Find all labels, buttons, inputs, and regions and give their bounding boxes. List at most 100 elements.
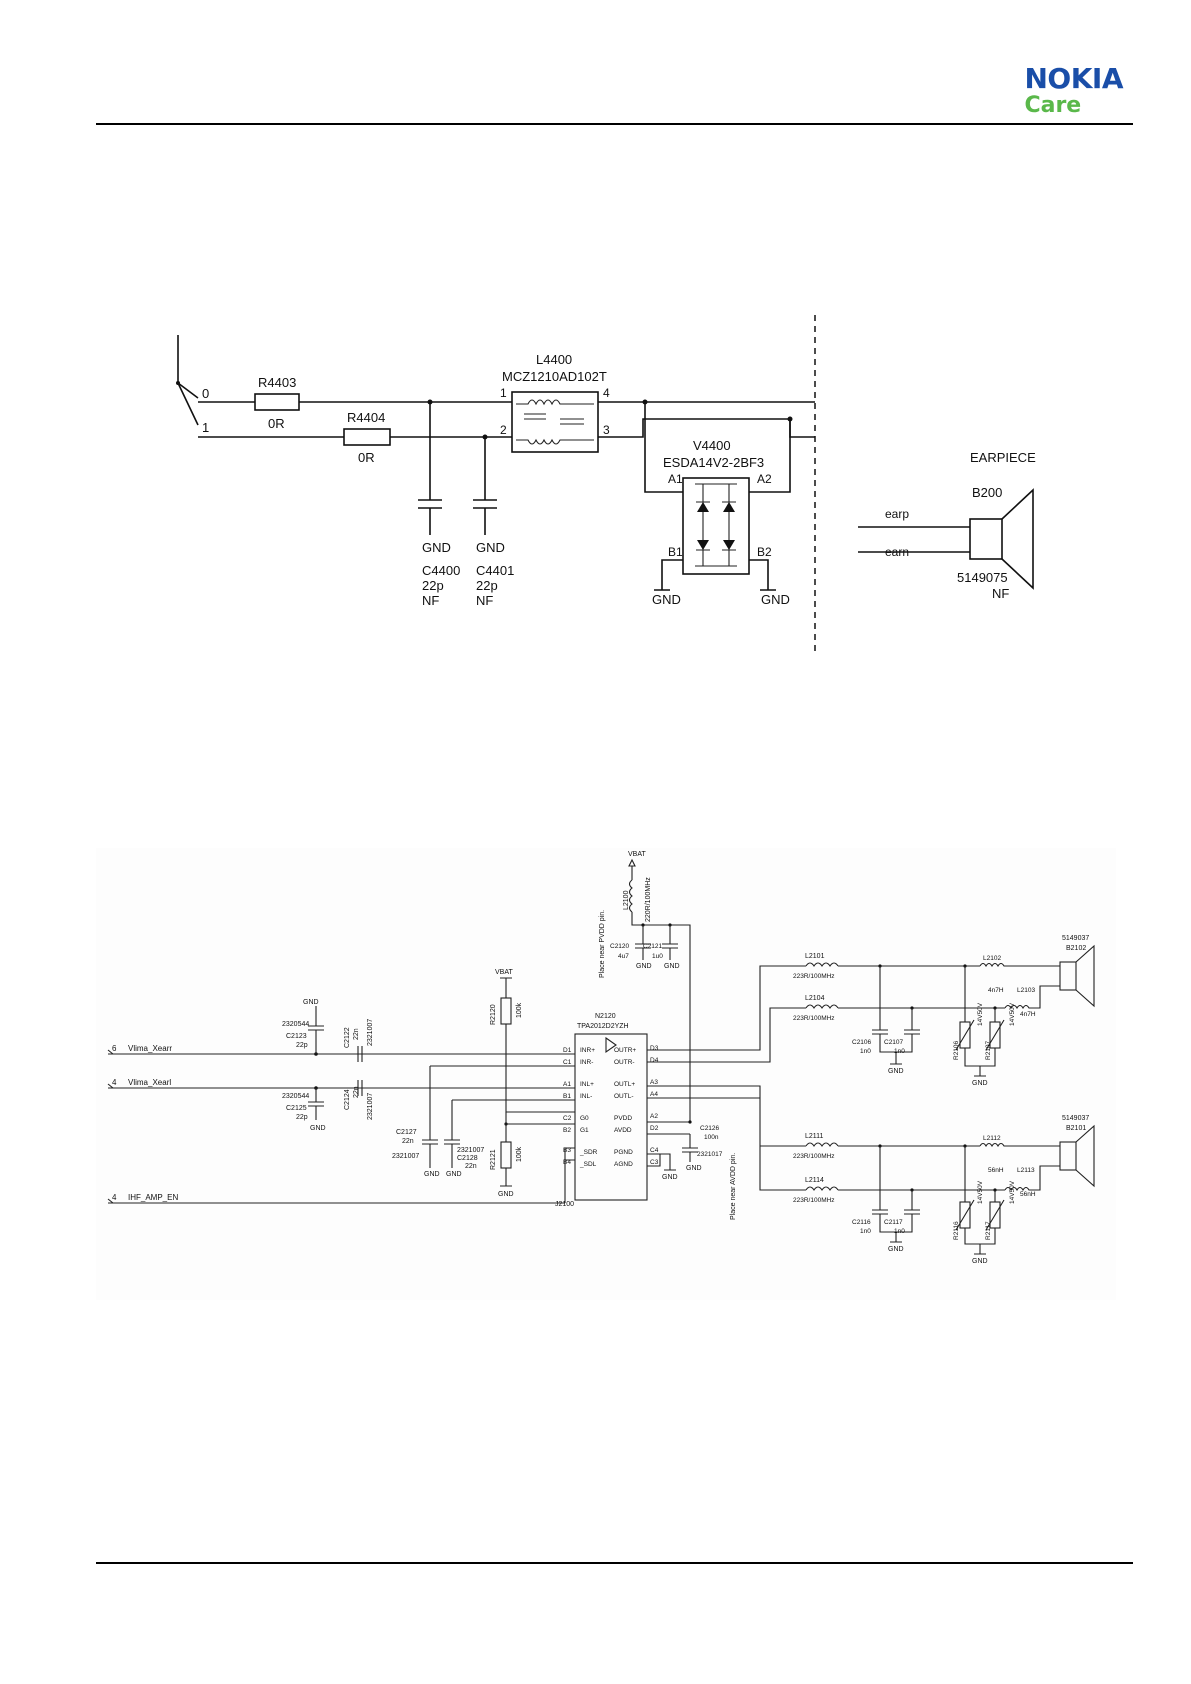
svg-text:4: 4 — [112, 1193, 117, 1202]
svg-text:C2128: C2128 — [457, 1155, 478, 1162]
svg-text:4: 4 — [112, 1078, 117, 1087]
svg-text:C2123: C2123 — [286, 1033, 307, 1040]
svg-text:AVDD: AVDD — [614, 1127, 632, 1134]
svg-text:6: 6 — [112, 1044, 117, 1053]
svg-text:1: 1 — [500, 386, 507, 400]
svg-text:R2116: R2116 — [953, 1221, 960, 1240]
svg-text:C3: C3 — [650, 1159, 659, 1166]
svg-text:Place near AVDD pin.: Place near AVDD pin. — [730, 1153, 737, 1220]
svg-text:B2102: B2102 — [1066, 945, 1086, 952]
svg-text:GND: GND — [662, 1174, 678, 1181]
svg-text:5149037: 5149037 — [1062, 935, 1089, 942]
svg-text:223R/100MHz: 223R/100MHz — [793, 1153, 835, 1160]
sub-brand-name: Care — [1024, 93, 1082, 118]
svg-text:TPA2012D2YZH: TPA2012D2YZH — [577, 1023, 629, 1030]
speaker-b2102 — [1059, 961, 1077, 991]
svg-text:14V50V: 14V50V — [1009, 1180, 1016, 1204]
svg-text:INL-: INL- — [580, 1093, 592, 1100]
svg-text:L2100: L2100 — [623, 890, 630, 910]
svg-text:A1: A1 — [563, 1081, 571, 1088]
svg-text:_SDR: _SDR — [579, 1149, 598, 1156]
amplifier-n2120 — [574, 1033, 648, 1201]
svg-text:C2106: C2106 — [852, 1039, 872, 1046]
svg-text:R4404: R4404 — [347, 410, 385, 425]
svg-text:A4: A4 — [650, 1091, 658, 1098]
svg-text:223R/100MHz: 223R/100MHz — [793, 973, 835, 980]
svg-text:INL+: INL+ — [580, 1081, 594, 1088]
svg-text:R4403: R4403 — [258, 375, 296, 390]
svg-text:2321017: 2321017 — [697, 1151, 723, 1158]
svg-text:100n: 100n — [704, 1134, 719, 1141]
svg-text:OUTR-: OUTR- — [614, 1059, 635, 1066]
svg-text:22n: 22n — [353, 1086, 360, 1098]
pin-label-1: 1 — [202, 420, 209, 435]
svg-text:OUTR+: OUTR+ — [614, 1047, 636, 1054]
svg-text:NF: NF — [992, 586, 1009, 601]
svg-text:C2125: C2125 — [286, 1105, 307, 1112]
svg-text:GND: GND — [303, 999, 319, 1006]
svg-text:4n7H: 4n7H — [1020, 1011, 1036, 1018]
svg-text:2: 2 — [500, 423, 507, 437]
svg-text:5149037: 5149037 — [1062, 1115, 1089, 1122]
svg-text:GND: GND — [424, 1171, 440, 1178]
svg-text:R2106: R2106 — [953, 1040, 960, 1060]
svg-text:A3: A3 — [650, 1079, 658, 1086]
svg-text:A2: A2 — [650, 1113, 658, 1120]
svg-text:22p: 22p — [296, 1042, 308, 1049]
svg-text:R2107: R2107 — [985, 1040, 992, 1060]
svg-text:C4400: C4400 — [422, 563, 460, 578]
svg-text:B4: B4 — [563, 1159, 571, 1166]
svg-text:Place near PVDD pin.: Place near PVDD pin. — [599, 910, 606, 978]
svg-text:VBAT: VBAT — [628, 851, 646, 858]
svg-text:D2: D2 — [650, 1125, 659, 1132]
svg-text:L2104: L2104 — [805, 995, 825, 1002]
svg-text:GND: GND — [652, 592, 681, 607]
svg-text:C1: C1 — [563, 1059, 572, 1066]
svg-text:PVDD: PVDD — [614, 1115, 632, 1122]
svg-text:L2111: L2111 — [805, 1133, 824, 1140]
svg-text:Vlima_Xearr: Vlima_Xearr — [128, 1044, 172, 1053]
svg-text:L4400: L4400 — [536, 352, 572, 367]
ihf-amplifier-circuit-diagram: 6 Vlima_Xearr 4 Vlima_Xearl 4 IHF_AMP_EN… — [96, 848, 1116, 1300]
svg-text:MCZ1210AD102T: MCZ1210AD102T — [502, 369, 607, 384]
svg-text:B1: B1 — [668, 545, 683, 559]
svg-text:22n: 22n — [353, 1028, 360, 1040]
svg-text:PGND: PGND — [614, 1149, 633, 1156]
svg-text:2321007: 2321007 — [367, 1093, 374, 1120]
svg-text:L2102: L2102 — [983, 955, 1001, 962]
svg-text:0R: 0R — [358, 450, 375, 465]
filter-l4400 — [511, 391, 599, 453]
svg-text:2321007: 2321007 — [457, 1147, 484, 1154]
svg-text:14V50V: 14V50V — [1009, 1002, 1016, 1026]
nokia-care-logo: NOKIA Care — [1024, 64, 1123, 118]
svg-text:GND: GND — [498, 1191, 514, 1198]
svg-text:VBAT: VBAT — [495, 969, 513, 976]
svg-text:4n7H: 4n7H — [988, 987, 1004, 994]
svg-text:5149075: 5149075 — [957, 570, 1008, 585]
svg-text:NF: NF — [476, 593, 493, 608]
svg-text:GND: GND — [422, 540, 451, 555]
svg-text:GND: GND — [888, 1246, 904, 1253]
svg-text:22n: 22n — [402, 1138, 414, 1145]
svg-text:1n0: 1n0 — [894, 1228, 905, 1235]
svg-text:INR-: INR- — [580, 1059, 593, 1066]
svg-text:GND: GND — [636, 963, 652, 970]
svg-text:R2120: R2120 — [490, 1004, 497, 1025]
earpiece-speaker-b200 — [969, 518, 1003, 560]
svg-text:NF: NF — [422, 593, 439, 608]
svg-text:2321007: 2321007 — [367, 1019, 374, 1046]
svg-text:100k: 100k — [516, 1002, 523, 1018]
resistor-r4403 — [254, 393, 300, 411]
svg-text:GND: GND — [446, 1171, 462, 1178]
svg-text:C2107: C2107 — [884, 1039, 904, 1046]
esd-diode-v4400 — [682, 477, 750, 575]
svg-text:GND: GND — [761, 592, 790, 607]
svg-text:B2101: B2101 — [1066, 1125, 1086, 1132]
svg-text:_SDL: _SDL — [579, 1161, 597, 1168]
svg-text:1n0: 1n0 — [894, 1048, 905, 1055]
svg-text:A2: A2 — [757, 472, 772, 486]
svg-text:223R/100MHz: 223R/100MHz — [793, 1015, 835, 1022]
svg-text:14V50V: 14V50V — [977, 1180, 984, 1204]
svg-text:C2127: C2127 — [396, 1129, 417, 1136]
speaker-b2101 — [1059, 1141, 1077, 1171]
